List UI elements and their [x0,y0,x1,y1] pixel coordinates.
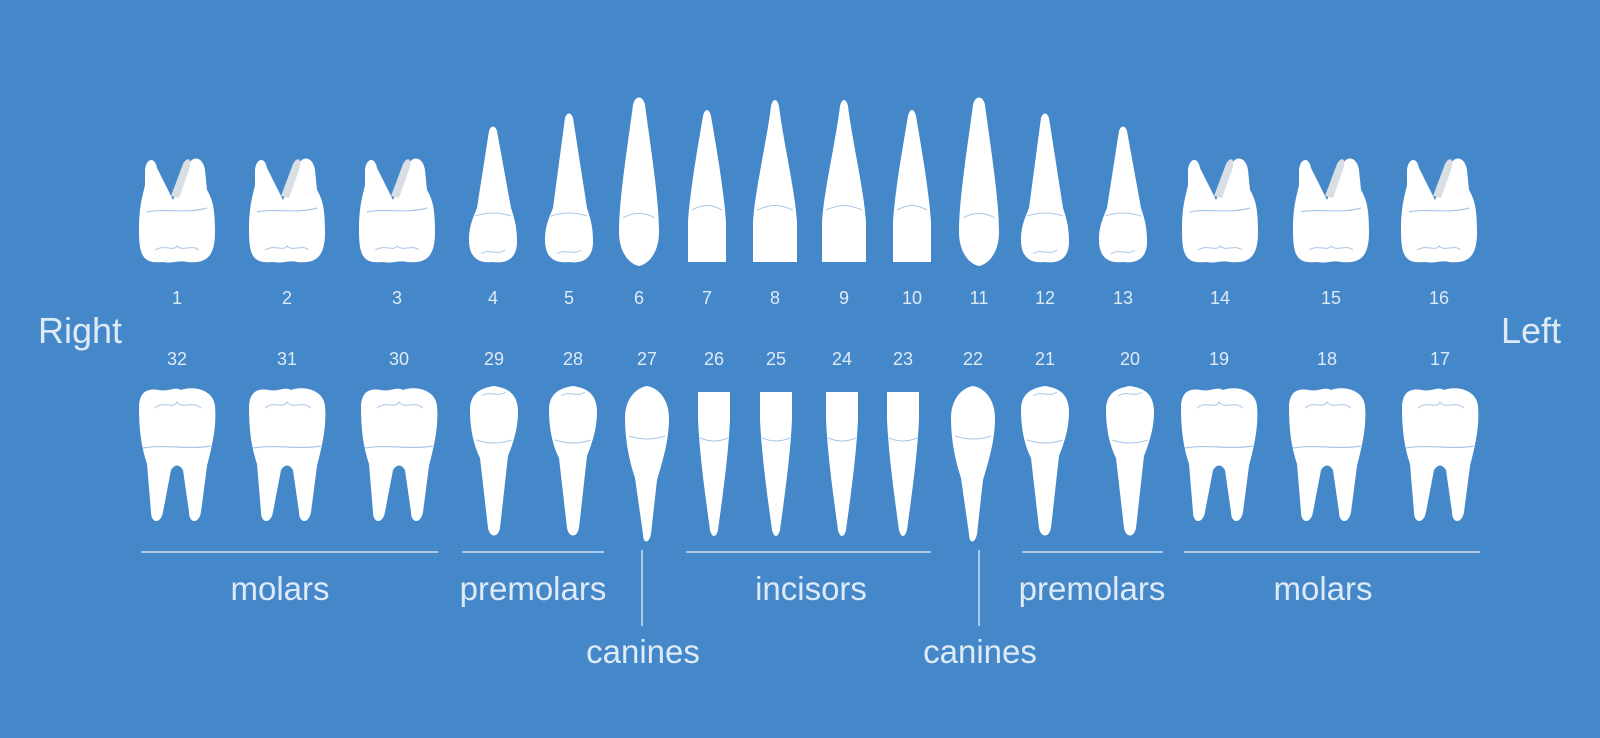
upper-tooth-2: 2 [249,158,325,308]
upper-tooth-14: 14 [1182,158,1258,308]
tooth-number-label: 13 [1113,288,1133,308]
tooth-number-label: 11 [970,288,989,308]
lower-tooth-19: 19 [1181,349,1258,521]
upper-tooth-10: 10 [893,110,931,308]
upper-tooth-4: 4 [469,126,517,308]
tooth-number-label: 1 [172,288,182,308]
tooth-number-label: 27 [637,349,657,369]
group-label-premolars-right: premolars [460,570,607,607]
lower-tooth-22: 22 [951,349,995,542]
group-label-canines-right: canines [586,633,700,670]
tooth-number-label: 25 [766,349,786,369]
tooth-number-label: 23 [893,349,913,369]
upper-tooth-8: 8 [753,100,797,308]
lower-tooth-25: 25 [760,349,792,536]
tooth-number-label: 4 [488,288,498,308]
lower-teeth-row: 32 31 30 29 28 27 26 25 24 23 22 21 20 19 18 17 [139,349,1479,542]
tooth-number-label: 30 [389,349,409,369]
tooth-number-label: 22 [963,349,983,369]
right-side-label: Right [38,310,122,351]
tooth-number-label: 3 [392,288,402,308]
upper-tooth-1: 1 [139,158,215,308]
tooth-number-label: 15 [1321,288,1341,308]
lower-tooth-20: 20 [1106,349,1154,536]
upper-tooth-9: 9 [822,100,866,308]
lower-tooth-27: 27 [625,349,669,542]
upper-tooth-13: 13 [1099,126,1147,308]
tooth-number-label: 29 [484,349,504,369]
lower-tooth-32: 32 [139,349,216,521]
lower-tooth-18: 18 [1289,349,1366,521]
tooth-number-label: 26 [704,349,724,369]
upper-tooth-3: 3 [359,158,435,308]
group-label-canines-left: canines [923,633,1037,670]
tooth-number-label: 20 [1120,349,1140,369]
lower-tooth-28: 28 [549,349,597,536]
tooth-number-label: 18 [1317,349,1337,369]
upper-tooth-5: 5 [545,113,593,308]
group-dividers [141,550,1480,626]
lower-tooth-23: 23 [887,349,919,536]
group-label-incisors: incisors [755,570,867,607]
lower-tooth-31: 31 [249,349,326,521]
lower-tooth-21: 21 [1021,349,1069,536]
tooth-number-label: 12 [1035,288,1055,308]
upper-tooth-11: 11 [959,97,999,308]
tooth-number-label: 6 [634,288,644,308]
tooth-number-label: 32 [167,349,187,369]
tooth-number-label: 10 [902,288,922,308]
tooth-number-label: 5 [564,288,574,308]
lower-tooth-29: 29 [470,349,518,536]
group-label-molars-right: molars [230,570,329,607]
tooth-number-label: 21 [1035,349,1055,369]
tooth-number-label: 9 [839,288,849,308]
tooth-number-label: 8 [770,288,780,308]
upper-tooth-6: 6 [619,97,659,308]
group-label-molars-left: molars [1273,570,1372,607]
upper-tooth-12: 12 [1021,113,1069,308]
tooth-number-label: 31 [277,349,297,369]
upper-tooth-15: 15 [1293,158,1369,308]
tooth-number-label: 17 [1430,349,1450,369]
tooth-number-label: 7 [702,288,712,308]
group-label-premolars-left: premolars [1019,570,1166,607]
tooth-number-label: 28 [563,349,583,369]
lower-tooth-24: 24 [826,349,858,536]
upper-tooth-16: 16 [1401,158,1477,308]
group-labels: molars premolars canines incisors canine… [230,570,1372,670]
tooth-number-label: 16 [1429,288,1449,308]
upper-tooth-7: 7 [688,110,726,308]
tooth-number-label: 2 [282,288,292,308]
lower-tooth-17: 17 [1402,349,1479,521]
tooth-number-label: 14 [1210,288,1230,308]
lower-tooth-30: 30 [361,349,438,521]
lower-tooth-26: 26 [698,349,730,536]
left-side-label: Left [1501,310,1561,351]
tooth-number-label: 19 [1209,349,1229,369]
tooth-number-label: 24 [832,349,852,369]
